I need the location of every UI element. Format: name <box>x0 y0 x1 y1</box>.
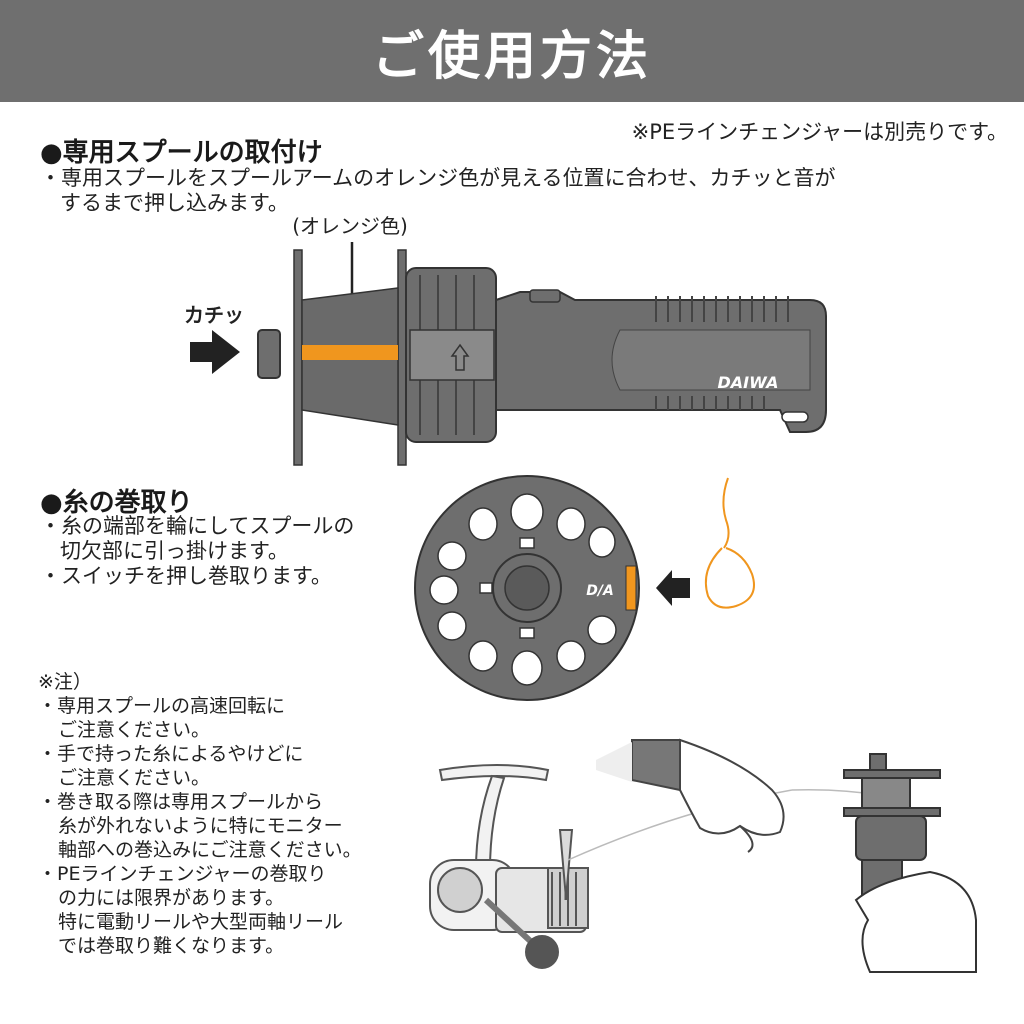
section2-line-1: ・糸の端部を輪にしてスプールの <box>40 514 355 538</box>
page-header: ご使用方法 <box>0 0 1024 102</box>
line-changer-device: DAIWA <box>405 267 827 443</box>
section2-instructions: ・糸の端部を輪にしてスプールの 切欠部に引っ掛けます。 ・スイッチを押し巻取りま… <box>40 514 420 589</box>
page-title: ご使用方法 <box>371 26 652 87</box>
caution-3-line-3: 軸部への巻込みにご注意ください。 <box>58 839 362 861</box>
section1-instructions: ・専用スプールをスプールアームのオレンジ色が見える位置に合わせ、カチッと音が す… <box>40 166 1000 216</box>
caution-notes: ※注） ・専用スプールの高速回転に ご注意ください。 ・手で持った糸によるやけど… <box>38 670 438 958</box>
spool-hub <box>257 329 281 379</box>
brand-logo: DAIWA <box>717 373 778 392</box>
push-arrow-icon <box>190 330 240 374</box>
caution-heading: ※注） <box>38 671 92 693</box>
caution-4-line-1: ・PEラインチェンジャーの巻取り <box>38 863 327 885</box>
caution-2-line-1: ・手で持った糸によるやけどに <box>38 743 304 765</box>
spool-brand-logo: D/A <box>586 583 614 599</box>
click-sound-label: カチッ <box>184 303 244 327</box>
section1-line-1: ・専用スプールをスプールアームのオレンジ色が見える位置に合わせ、カチッと音が <box>40 166 836 190</box>
push-arrow-icon-small <box>656 570 690 606</box>
sold-separately-note: ※PEラインチェンジャーは別売りです。 <box>631 120 1008 144</box>
hand-holding-line-icon <box>596 738 785 853</box>
caution-1-line-1: ・専用スプールの高速回転に <box>38 695 286 717</box>
caution-2-line-2: ご注意ください。 <box>58 767 211 789</box>
section2-line-2: 切欠部に引っ掛けます。 <box>60 539 289 563</box>
caution-3-line-2: 糸が外れないように特にモニター <box>58 815 343 837</box>
section2-line-3: ・スイッチを押し巻取ります。 <box>40 564 332 588</box>
orange-color-label: (オレンジ色) <box>292 214 408 238</box>
orange-indicator-band <box>302 345 398 360</box>
spinning-reel-icon <box>429 764 589 969</box>
section-title-winding: ●糸の巻取り <box>40 488 193 518</box>
caution-4-line-2: の力には限界があります。 <box>58 887 285 909</box>
line-loop-icon <box>704 477 755 609</box>
section1-line-2: するまで押し込みます。 <box>60 191 289 215</box>
spool-holes <box>429 493 617 686</box>
section-title-spool-attach: ●専用スプールの取付け <box>40 138 323 168</box>
caution-3-line-1: ・巻き取る際は専用スプールから <box>38 791 324 813</box>
caution-4-line-3: 特に電動リールや大型両軸リール <box>58 911 344 933</box>
caution-1-line-2: ご注意ください。 <box>58 719 211 741</box>
caution-4-line-4: では巻取り難くなります。 <box>58 935 285 957</box>
spool-notch-orange <box>625 565 637 611</box>
changer-in-hand-icon <box>843 753 977 973</box>
